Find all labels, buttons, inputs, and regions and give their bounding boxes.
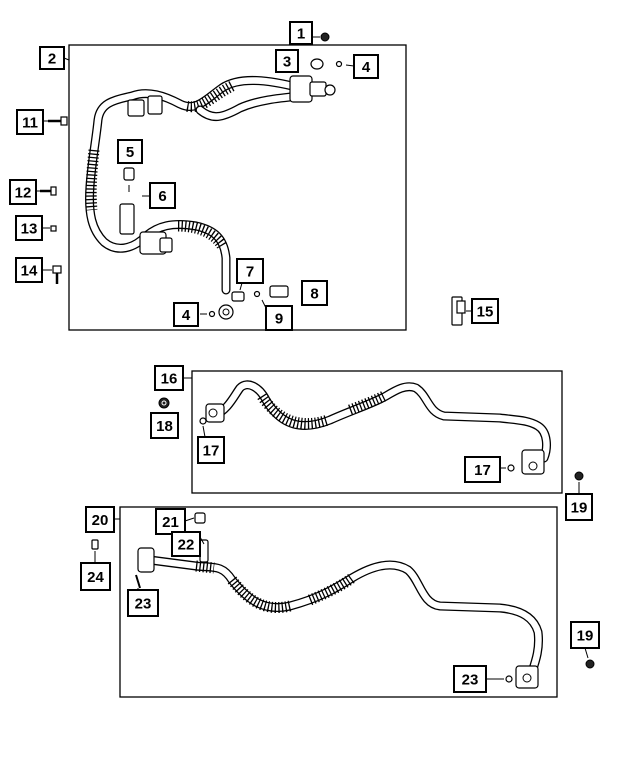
svg-text:14: 14 — [21, 263, 38, 280]
o-ring-4-upper — [335, 60, 343, 68]
svg-text:24: 24 — [87, 569, 104, 586]
callout-22: 22 — [171, 531, 201, 557]
callout-4-upper: 4 — [353, 54, 379, 79]
svg-text:23: 23 — [462, 672, 479, 689]
callout-19-upper: 19 — [565, 493, 593, 521]
callout-9: 9 — [265, 305, 293, 331]
nut-19-lower — [585, 659, 595, 669]
valve-core-5 — [123, 167, 135, 181]
callout-24: 24 — [80, 562, 111, 591]
callout-14: 14 — [15, 257, 43, 283]
callout-7: 7 — [236, 258, 264, 284]
switch-8 — [269, 285, 289, 298]
assembly-frame-2 — [68, 44, 407, 331]
bolt-12 — [40, 186, 57, 196]
bolt-11 — [48, 116, 68, 126]
hose-assembly-2 — [85, 75, 336, 320]
svg-text:17: 17 — [474, 462, 491, 479]
hose-assembly-16 — [205, 380, 551, 475]
svg-text:12: 12 — [15, 185, 32, 202]
nut-18 — [158, 397, 170, 409]
callout-6: 6 — [149, 182, 176, 209]
cap-21 — [194, 512, 206, 524]
svg-text:19: 19 — [577, 628, 594, 645]
svg-text:18: 18 — [156, 418, 173, 435]
callout-23-left: 23 — [127, 589, 159, 617]
o-ring-3 — [310, 58, 324, 70]
bolt-14 — [52, 265, 62, 284]
svg-text:15: 15 — [477, 304, 494, 321]
svg-text:9: 9 — [275, 311, 283, 328]
svg-text:20: 20 — [92, 512, 109, 529]
callout-1: 1 — [289, 21, 313, 45]
svg-text:6: 6 — [158, 188, 166, 205]
svg-text:22: 22 — [178, 537, 195, 554]
callout-17-left: 17 — [197, 436, 225, 464]
callout-13: 13 — [15, 215, 43, 241]
o-ring-9 — [253, 290, 261, 298]
callout-8: 8 — [301, 280, 328, 306]
callout-15: 15 — [471, 298, 499, 324]
svg-text:21: 21 — [162, 514, 179, 531]
callout-2: 2 — [39, 46, 65, 70]
svg-text:19: 19 — [571, 500, 588, 517]
svg-text:8: 8 — [310, 286, 318, 303]
svg-text:17: 17 — [203, 443, 220, 460]
cap-24 — [91, 539, 99, 550]
nut-1 — [320, 32, 330, 42]
callout-16: 16 — [154, 365, 184, 391]
svg-text:13: 13 — [21, 221, 38, 238]
o-ring-4-lower — [208, 310, 216, 318]
o-ring-23-right — [505, 675, 513, 683]
callout-3: 3 — [275, 49, 299, 73]
svg-text:7: 7 — [246, 264, 254, 281]
callout-17-right: 17 — [464, 456, 501, 483]
callout-20: 20 — [85, 506, 115, 533]
svg-text:2: 2 — [48, 51, 56, 68]
callout-21: 21 — [155, 508, 186, 535]
nut-19-upper — [574, 471, 584, 481]
callout-19-lower: 19 — [570, 621, 600, 649]
o-ring-17-right — [507, 464, 515, 472]
svg-text:11: 11 — [22, 115, 38, 132]
svg-text:4: 4 — [362, 59, 371, 76]
stud-13 — [50, 225, 57, 232]
bracket-15 — [451, 296, 466, 326]
svg-text:1: 1 — [297, 26, 305, 43]
callout-23-right: 23 — [453, 665, 487, 693]
hose-assembly-20 — [137, 539, 543, 689]
callout-11: 11 — [16, 109, 44, 135]
o-ring-17-left — [199, 417, 207, 425]
svg-text:16: 16 — [161, 371, 178, 388]
svg-text:5: 5 — [126, 144, 134, 161]
svg-text:3: 3 — [283, 54, 291, 71]
callout-4-lower: 4 — [173, 302, 199, 327]
callout-18: 18 — [150, 412, 179, 439]
svg-text:23: 23 — [135, 596, 152, 613]
assembly-frame-16 — [191, 370, 563, 494]
o-ring-23-left — [135, 574, 141, 589]
callout-5: 5 — [117, 139, 143, 164]
svg-text:4: 4 — [182, 307, 191, 324]
sensor-7 — [231, 291, 245, 302]
assembly-frame-20 — [119, 506, 558, 698]
callout-12: 12 — [9, 179, 37, 205]
